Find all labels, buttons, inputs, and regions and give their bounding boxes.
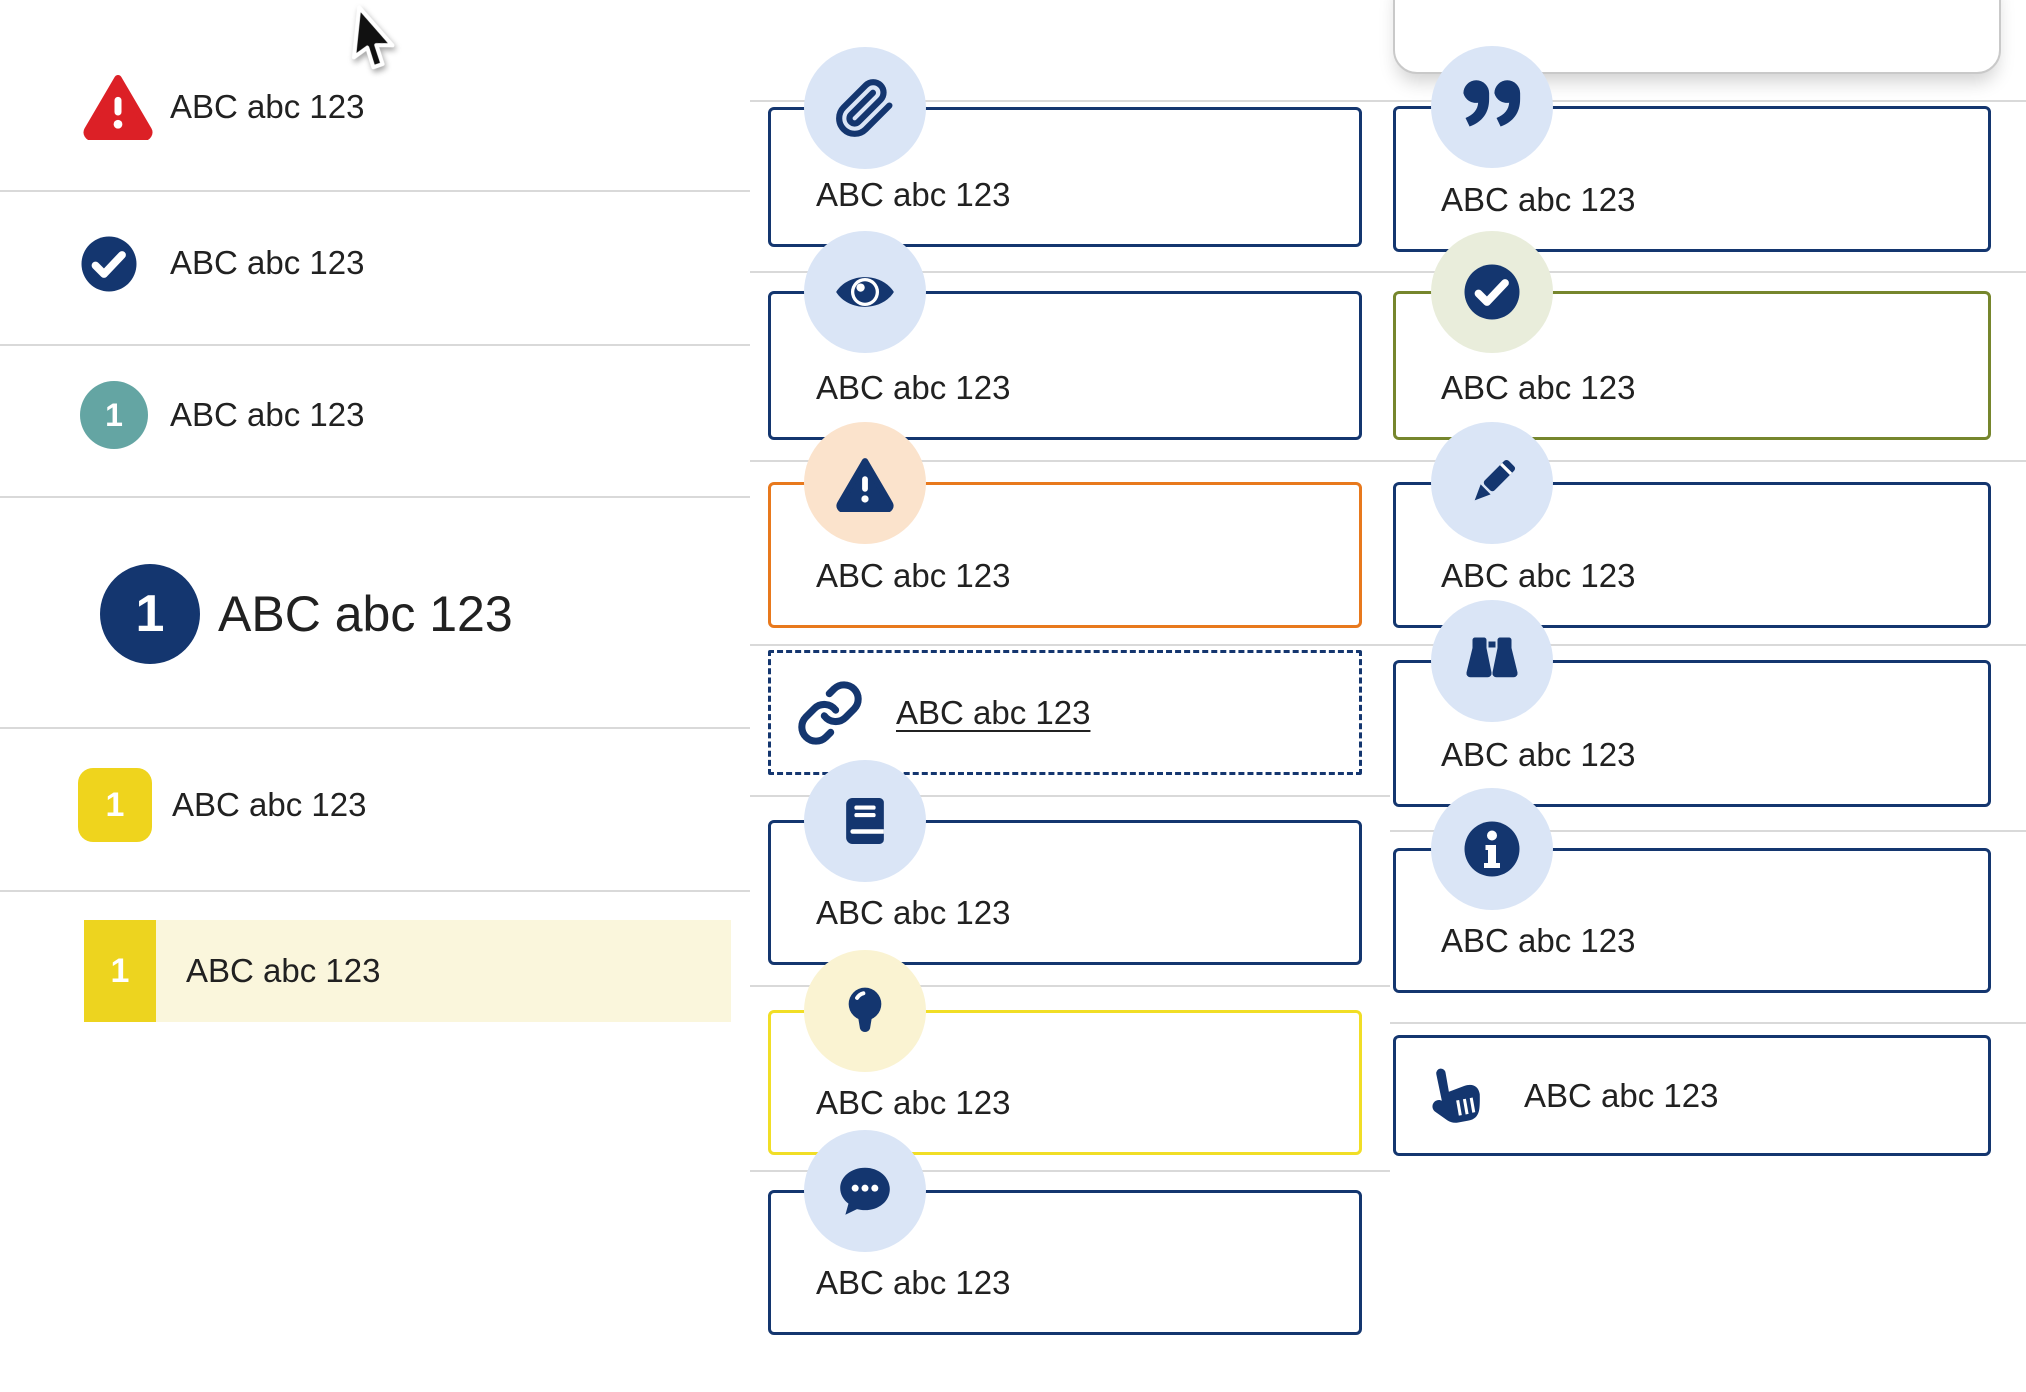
callout-label: ABC abc 123 xyxy=(1441,557,1636,594)
mouse-cursor xyxy=(349,4,400,77)
callout-label: ABC abc 123 xyxy=(1441,181,1636,218)
callout-link-label[interactable]: ABC abc 123 xyxy=(896,693,1091,731)
warning-icon xyxy=(804,422,926,544)
callout-label: ABC abc 123 xyxy=(816,176,1011,213)
divider xyxy=(750,100,2026,102)
step-number-square: 1 xyxy=(78,768,152,842)
book-icon xyxy=(804,760,926,882)
quote-icon xyxy=(1431,46,1553,168)
list-item-label: ABC abc 123 xyxy=(170,396,365,433)
divider xyxy=(0,496,750,498)
divider xyxy=(750,271,2026,273)
callout-label: ABC abc 123 xyxy=(816,1084,1011,1121)
callout-label: ABC abc 123 xyxy=(1441,922,1636,959)
divider xyxy=(750,460,2026,462)
divider xyxy=(1390,830,2026,832)
callout-label: ABC abc 123 xyxy=(816,369,1011,406)
divider xyxy=(0,727,750,729)
warning-triangle-icon xyxy=(80,70,156,140)
divider xyxy=(0,190,750,192)
list-item-label: ABC abc 123 xyxy=(186,952,381,989)
divider xyxy=(0,344,750,346)
callout-label: ABC abc 123 xyxy=(816,557,1011,594)
callout-box-link[interactable]: ABC abc 123 xyxy=(768,650,1362,775)
callout-label: ABC abc 123 xyxy=(1441,369,1636,406)
divider xyxy=(750,985,1390,987)
step-number-badge-large: 1 xyxy=(100,564,200,664)
divider xyxy=(1390,1022,2026,1024)
callout-label: ABC abc 123 xyxy=(816,1264,1011,1301)
divider xyxy=(0,890,750,892)
check-circle-icon xyxy=(1431,231,1553,353)
callout-label: ABC abc 123 xyxy=(1441,736,1636,773)
divider xyxy=(750,644,2026,646)
link-icon xyxy=(796,679,864,747)
highlight-background xyxy=(156,920,731,1022)
divider xyxy=(750,795,1390,797)
binoculars-icon xyxy=(1431,600,1553,722)
step-number-badge: 1 xyxy=(84,920,156,1022)
divider xyxy=(750,1170,1390,1172)
highlighted-step-row: 1 xyxy=(84,920,731,1022)
list-item-label: ABC abc 123 xyxy=(172,786,367,823)
eye-icon xyxy=(804,231,926,353)
paperclip-icon xyxy=(804,47,926,169)
pencil-icon xyxy=(1431,422,1553,544)
callout-box-hand-pointer[interactable]: ABC abc 123 xyxy=(1393,1035,1991,1156)
hand-pointer-icon xyxy=(1420,1061,1486,1131)
callout-label: ABC abc 123 xyxy=(816,894,1011,931)
check-circle-icon xyxy=(79,234,139,294)
list-item-label: ABC abc 123 xyxy=(170,88,365,125)
lightbulb-icon xyxy=(804,950,926,1072)
chat-icon xyxy=(804,1130,926,1252)
step-number-badge: 1 xyxy=(80,381,148,449)
list-item-label: ABC abc 123 xyxy=(170,244,365,281)
info-icon xyxy=(1431,788,1553,910)
callout-label: ABC abc 123 xyxy=(1524,1076,1719,1114)
list-item-label-large: ABC abc 123 xyxy=(218,586,513,642)
